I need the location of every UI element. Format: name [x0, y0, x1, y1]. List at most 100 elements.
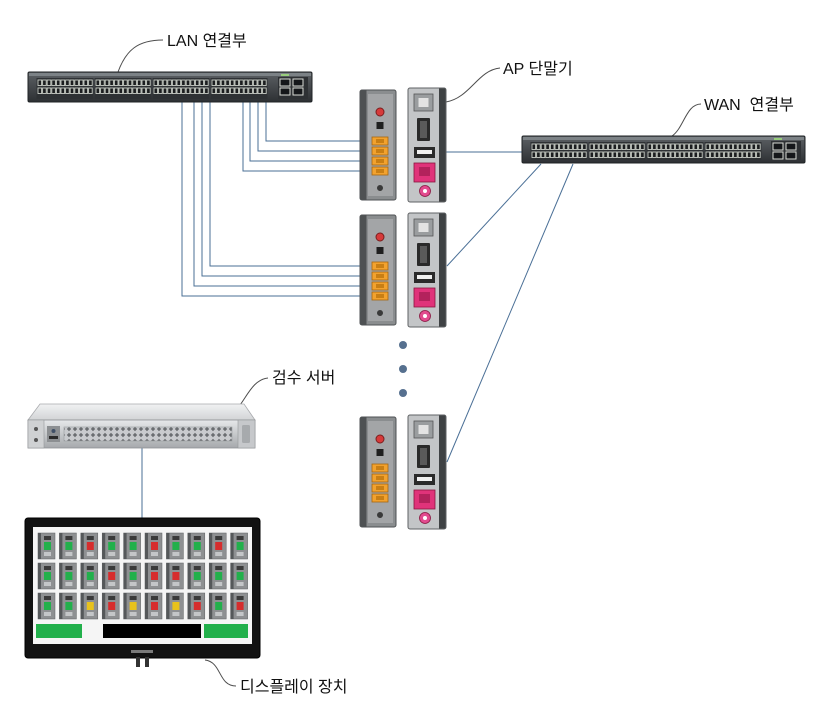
screen-ap-status	[193, 572, 201, 580]
server-handle	[242, 425, 250, 443]
screen-ap-port	[172, 552, 180, 556]
lan-switch-port	[55, 87, 61, 94]
lan-switch-port	[95, 87, 101, 94]
lan-switch-port	[78, 87, 84, 94]
lan-switch-port	[185, 79, 191, 86]
screen-ap-thumb-edge	[166, 533, 170, 559]
lan-switch-port	[113, 79, 119, 86]
hdmi-port-slot	[420, 448, 427, 465]
lan-switch-port	[74, 87, 79, 94]
wan-switch-port	[531, 151, 537, 158]
screen-ap-status	[65, 572, 73, 580]
screen-ap-status	[129, 572, 137, 580]
screen-ap-port	[236, 612, 244, 616]
screen-ap-thumb-edge	[80, 593, 84, 619]
lan-switch-port	[83, 87, 89, 94]
wan-switch-port	[733, 143, 738, 150]
wan-switch-port	[714, 151, 720, 158]
screen-ap-port	[236, 582, 244, 586]
wan-switch-port	[554, 143, 560, 150]
screen-ap-port	[129, 536, 137, 540]
ellipsis-dot	[399, 389, 407, 397]
wan-switch-port	[756, 151, 761, 158]
lan-switch-port	[262, 79, 267, 86]
screen-ap-port	[86, 582, 94, 586]
screen-ap-port	[65, 536, 73, 540]
screen-ap-port	[86, 566, 94, 570]
wan-switch-port	[719, 151, 724, 158]
wan-switch-top-edge	[523, 137, 804, 140]
screen-ap-port	[172, 536, 180, 540]
wan-switch-port	[723, 151, 729, 158]
screen-ap-port	[86, 612, 94, 616]
lan-switch-port	[46, 87, 52, 94]
lan-switch-port	[239, 79, 244, 86]
lan-switch-port	[262, 87, 267, 94]
wan-switch-port	[640, 151, 645, 158]
wan-switch-port	[594, 143, 599, 150]
wan-switch-port	[675, 151, 680, 158]
server-left-ear	[27, 419, 45, 449]
screen-ap-port	[151, 566, 158, 570]
screen-ap-status	[193, 542, 201, 550]
screen-ap-port	[236, 596, 244, 600]
server-rack-hole	[34, 427, 38, 431]
ap-lan-port-slot	[376, 139, 384, 143]
wan-switch-port	[728, 151, 734, 158]
lan-switch-port	[136, 79, 142, 86]
lan-switch-port	[243, 87, 249, 94]
lan-switch-port	[181, 87, 186, 94]
screen-ap-port	[44, 536, 51, 540]
wan-switch-port	[742, 143, 747, 150]
lan-switch-port	[146, 79, 151, 86]
server-rack-hole	[34, 438, 38, 442]
lan-switch-port	[146, 87, 151, 94]
lan-switch-port	[153, 79, 159, 86]
lan-switch-label: LAN 연결부	[167, 32, 247, 50]
screen-ap-port	[236, 536, 244, 540]
screen-ap-status	[151, 572, 158, 580]
screen-ap-thumb-edge	[209, 533, 213, 559]
screen-ap-port	[44, 596, 51, 600]
screen-ap-port	[108, 612, 116, 616]
lan-to-ap2-cable	[209, 102, 372, 267]
ap-terminal-2	[359, 212, 447, 328]
lan-switch-port	[190, 79, 195, 86]
lan-switch-port	[257, 79, 263, 86]
dc-jack-pin	[423, 189, 427, 193]
ap-lan-port-slot	[376, 466, 384, 470]
ap-lan-port-slot	[376, 476, 384, 480]
screen-ap-thumb-edge	[59, 593, 63, 619]
wan-switch-uplink-port	[785, 142, 797, 151]
screen-ap-port	[193, 582, 201, 586]
wan-switch-port	[582, 143, 587, 150]
wan-switch-port	[737, 151, 743, 158]
ap-wan-module-edge	[439, 88, 446, 202]
wan-switch-port	[693, 143, 699, 150]
ap-lan-module-edge	[360, 215, 367, 325]
screen-ap-thumb-edge	[166, 563, 170, 589]
wan-switch-port	[540, 143, 546, 150]
wan-switch-port	[621, 151, 627, 158]
lan-switch-port	[171, 87, 177, 94]
screen-ap-grid	[37, 532, 248, 620]
screen-ap-thumb-edge	[230, 593, 234, 619]
display-device-label: 디스플레이 장치	[240, 678, 348, 696]
screen-ap-thumb-edge	[230, 533, 234, 559]
screen-ap-port	[129, 612, 137, 616]
wan-switch-port	[714, 143, 720, 150]
lan-switch-port	[252, 79, 258, 86]
ap-lan-port-slot	[376, 159, 384, 163]
lan-switch-port	[252, 87, 258, 94]
screen-ap-port	[151, 596, 158, 600]
wan-switch-port	[589, 151, 595, 158]
screen-ap-port	[193, 612, 201, 616]
wan-switch-port	[656, 151, 662, 158]
lan-switch-port	[176, 79, 182, 86]
wan-switch-port	[577, 143, 583, 150]
lan-switch-port	[141, 79, 147, 86]
screen-ap-port	[129, 566, 137, 570]
wan-switch-port	[630, 151, 636, 158]
lan-switch-port	[118, 87, 124, 94]
wan-switch-port	[728, 143, 734, 150]
